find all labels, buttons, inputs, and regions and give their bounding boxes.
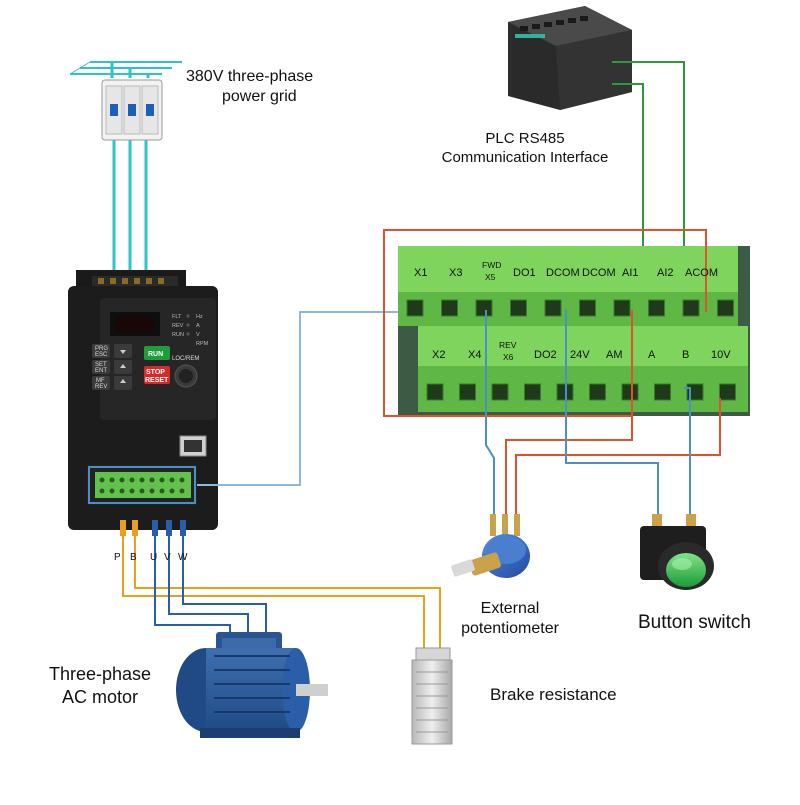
indicator-hz: Hz: [196, 314, 203, 320]
button-wire-b: [684, 387, 691, 516]
external-potentiometer: [451, 514, 530, 578]
term-24v: 24V: [570, 349, 590, 361]
power-grid-label-line1: 380V three-phase: [186, 68, 314, 85]
term-x4: X4: [468, 349, 481, 361]
pot-wire-red2: [515, 398, 721, 515]
button-switch-label: Button switch: [638, 612, 751, 633]
terminal-screw-bottom: [719, 383, 736, 401]
term-a: A: [648, 349, 656, 361]
indicator-rpm: RPM: [196, 341, 209, 347]
indicator-rev: REV: [172, 323, 184, 329]
button-wire-a: [565, 310, 659, 516]
pin-b-label: B: [130, 552, 137, 563]
terminal-screw-top: [648, 299, 665, 317]
potentiometer-label: External potentiometer: [440, 599, 580, 639]
term-dcom-2: DCOM: [582, 267, 616, 279]
term-rev: REV: [499, 340, 517, 350]
term-x3: X3: [449, 267, 462, 279]
term-am: AM: [606, 349, 623, 361]
brake-label: Brake resistance: [490, 685, 617, 704]
term-fwd: FWD: [482, 260, 501, 270]
terminal-screw-top: [717, 299, 734, 317]
indicator-run: RUN: [172, 332, 184, 338]
indicator-v: V: [196, 332, 200, 338]
drive-control-terminal: [87, 435, 207, 505]
terminal-screw-top: [613, 299, 631, 317]
term-ai1: AI1: [622, 267, 639, 279]
loc-rem-label: LOC/REM: [172, 356, 199, 362]
term-b: B: [682, 349, 689, 361]
term-dcom-1: DCOM: [546, 267, 580, 279]
key-mf-label: MF: [96, 378, 105, 384]
potentiometer-label-line1: External: [480, 600, 540, 617]
brake-wires: [122, 536, 441, 650]
terminal-screw-top: [682, 299, 700, 317]
terminal-screw-bottom: [524, 383, 541, 401]
circuit-breaker: [101, 79, 163, 141]
terminal-screw-top: [475, 299, 493, 317]
terminal-screw-top: [406, 299, 424, 317]
power-grid-label-line2: power grid: [222, 88, 297, 105]
button-switch: [640, 514, 714, 590]
terminal-screw-top: [544, 299, 562, 317]
terminal-screw-top: [579, 299, 596, 317]
terminal-screw-bottom: [654, 383, 671, 401]
term-do1: DO1: [513, 267, 536, 279]
motor-label-line1: Three-phase: [48, 664, 152, 684]
pot-wire-blue: [485, 310, 495, 515]
pin-u-label: U: [150, 552, 157, 563]
key-prg-label: PRG: [95, 346, 108, 352]
drive-link-wire: [197, 311, 398, 486]
term-ai2: AI2: [657, 267, 674, 279]
key-stop-label: STOP: [146, 369, 165, 376]
motor-label-line2: AC motor: [61, 686, 139, 707]
terminal-screw-bottom: [459, 383, 476, 401]
terminal-screw-bottom: [491, 383, 509, 401]
key-reset-label: RESET: [145, 377, 169, 384]
drive-output-pins: [120, 520, 186, 536]
key-ent-label: ENT: [95, 368, 107, 374]
terminal-screw-top: [441, 299, 458, 317]
power-wires: [110, 62, 150, 272]
key-run-label: RUN: [148, 351, 163, 358]
pot-wire-red1: [505, 416, 633, 515]
pin-p-label: P: [114, 552, 121, 563]
power-grid-rail: [69, 61, 182, 75]
plc-label-line1: PLC RS485: [485, 130, 565, 147]
terminal-screw-bottom: [589, 383, 606, 401]
terminal-block: [398, 246, 750, 416]
motor-label: Three-phase AC motor: [30, 663, 170, 708]
key-rev-label: REV: [95, 384, 107, 390]
term-x1: X1: [414, 267, 427, 279]
indicator-a: A: [196, 323, 200, 329]
terminal-screw-bottom: [426, 383, 444, 401]
term-acom: ACOM: [685, 267, 718, 279]
key-set-label: SET: [95, 362, 107, 368]
brake-resistor: [411, 647, 453, 745]
pin-v-label: V: [164, 552, 171, 563]
potentiometer-label-line2: potentiometer: [461, 620, 559, 637]
indicator-flt: FLT: [172, 314, 182, 320]
terminal-screw-bottom: [621, 383, 639, 401]
plc-label-line2: Communication Interface: [441, 148, 609, 166]
term-x6: X6: [503, 352, 514, 362]
acom-wire: [383, 229, 707, 417]
term-x2: X2: [432, 349, 445, 361]
pin-w-label: W: [178, 552, 188, 563]
three-phase-motor: [176, 632, 328, 738]
plc-module: [508, 6, 632, 110]
drive-keypad: [92, 314, 198, 390]
key-esc-label: ESC: [95, 352, 108, 358]
term-x5: X5: [485, 272, 496, 282]
term-do2: DO2: [534, 349, 557, 361]
terminal-screw-top: [510, 299, 527, 317]
term-10v: 10V: [711, 349, 731, 361]
plc-label: PLC RS485 Communication Interface: [420, 130, 630, 168]
power-grid-label: 380V three-phase power grid: [186, 67, 356, 107]
